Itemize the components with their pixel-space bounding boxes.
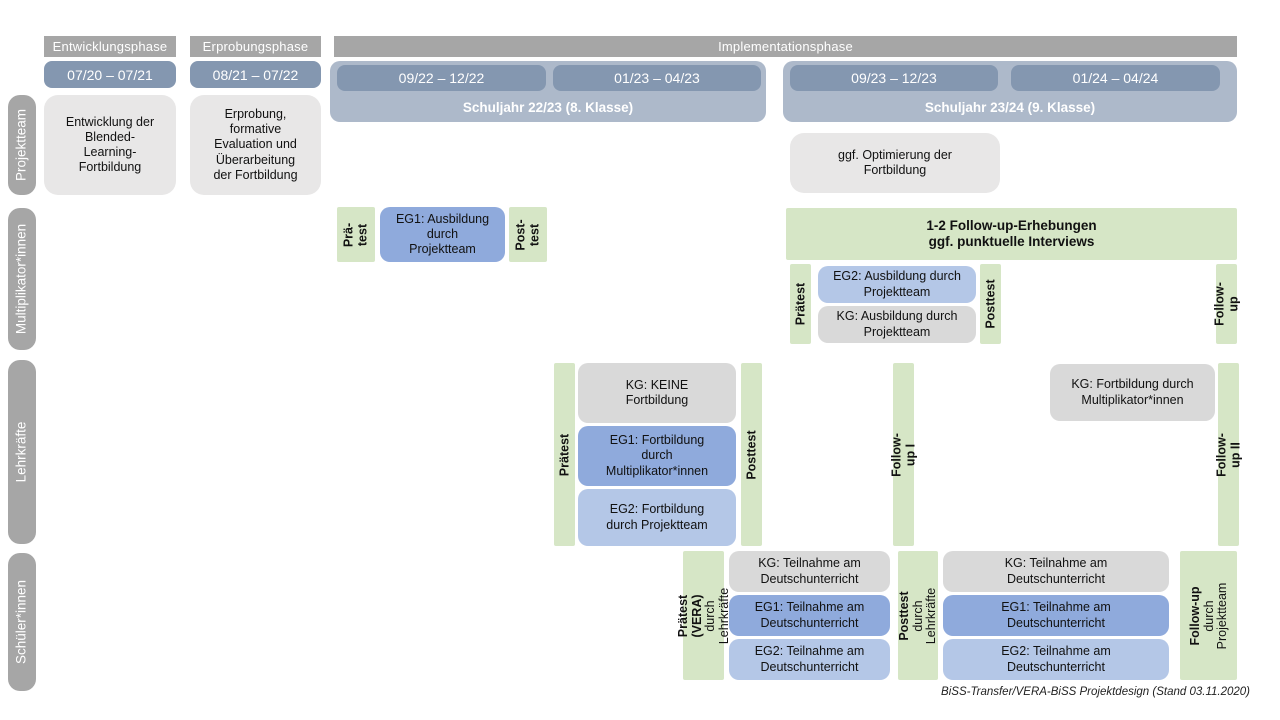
period-pill-0821-0722: 08/21 – 07/22 xyxy=(190,61,321,88)
phase-header-entwicklungsphase: Entwicklungsphase xyxy=(44,36,176,57)
box-erprobung-evaluation: Erprobung, formative Evaluation und Über… xyxy=(190,95,321,195)
period-pill-0923-1223: 09/23 – 12/23 xyxy=(790,65,998,91)
strip-praetest-lehrkraefte: Prätest xyxy=(554,363,575,546)
box-followup-erhebungen: 1-2 Follow-up-Erhebungen ggf. punktuelle… xyxy=(786,208,1237,260)
row-label-projektteam: Projektteam xyxy=(8,95,36,195)
strip-praetest-vera-schueler: Prätest (VERA)durch Lehrkräfte xyxy=(676,551,730,680)
strip-followup2-lehrkraefte-text: Follow-up II xyxy=(1214,432,1242,477)
strip-followup-schueler-main: Follow-up xyxy=(1187,585,1202,646)
strip-praetest-vera-main: Prätest (VERA) xyxy=(675,593,704,638)
strip-posttest-multiplikatoren-2: Posttest xyxy=(980,264,1001,344)
row-label-lehrkraefte: Lehrkräfte xyxy=(8,360,36,544)
box-optimierung-fortbildung: ggf. Optimierung der Fortbildung xyxy=(790,133,1000,193)
strip-praetest-multiplikatoren-2: Prätest xyxy=(790,264,811,344)
period-pill-0124-0424: 01/24 – 04/24 xyxy=(1011,65,1220,91)
strip-followup1-lehrkraefte: Follow-up I xyxy=(889,363,917,546)
row-label-schueler: Schüler*innen xyxy=(8,553,36,691)
strip-posttest-schueler-main: Posttest xyxy=(896,590,911,641)
period-pill-0922-1222: 09/22 – 12/22 xyxy=(337,65,546,91)
footer-caption: BiSS-Transfer/VERA-BiSS Projektdesign (S… xyxy=(941,686,1250,698)
box-eg1-teilnahme-deutschunterricht-1: EG1: Teilnahme am Deutschunterricht xyxy=(729,595,890,636)
box-kg-teilnahme-deutschunterricht-1: KG: Teilnahme am Deutschunterricht xyxy=(729,551,890,592)
strip-posttest-multiplikatoren-1: Post- test xyxy=(509,207,547,262)
strip-followup-multiplikatoren-text: Follow-up xyxy=(1212,282,1240,326)
strip-praetest-multiplikatoren-1-text: Prä- test xyxy=(341,222,370,247)
box-kg-fortbildung-multiplikatoren: KG: Fortbildung durch Multiplikator*inne… xyxy=(1050,364,1215,421)
phase-header-erprobungsphase: Erprobungsphase xyxy=(190,36,321,57)
strip-posttest-lehrkraefte-text: Posttest xyxy=(743,429,758,480)
box-kg-teilnahme-deutschunterricht-2: KG: Teilnahme am Deutschunterricht xyxy=(943,551,1169,592)
box-kg-keine-fortbildung: KG: KEINE Fortbildung xyxy=(578,363,736,423)
box-kg-ausbildung-projektteam: KG: Ausbildung durch Projektteam xyxy=(818,306,976,343)
strip-followup-schueler-sub: durch Projektteam xyxy=(1200,582,1229,649)
row-label-lehrkraefte-text: Lehrkräfte xyxy=(13,421,29,483)
box-entwicklung-blended-learning: Entwicklung der Blended- Learning- Fortb… xyxy=(44,95,176,195)
box-eg2-teilnahme-deutschunterricht-2: EG2: Teilnahme am Deutschunterricht xyxy=(943,639,1169,680)
box-eg2-teilnahme-deutschunterricht-1: EG2: Teilnahme am Deutschunterricht xyxy=(729,639,890,680)
strip-praetest-vera-schueler-text: Prätest (VERA)durch Lehrkräfte xyxy=(675,587,731,644)
row-label-schueler-text: Schüler*innen xyxy=(13,579,29,665)
strip-posttest-multiplikatoren-2-text: Posttest xyxy=(982,279,997,329)
strip-posttest-multiplikatoren-1-text: Post- test xyxy=(513,218,542,251)
strip-followup2-lehrkraefte: Follow-up II xyxy=(1214,363,1242,546)
box-eg1-teilnahme-deutschunterricht-2: EG1: Teilnahme am Deutschunterricht xyxy=(943,595,1169,636)
strip-praetest-multiplikatoren-2-text: Prätest xyxy=(792,282,807,326)
strip-praetest-multiplikatoren-1: Prä- test xyxy=(337,207,375,262)
phase-header-implementationsphase: Implementationsphase xyxy=(334,36,1237,57)
period-pill-0123-0423: 01/23 – 04/23 xyxy=(553,65,761,91)
box-eg2-fortbildung-projektteam: EG2: Fortbildung durch Projektteam xyxy=(578,489,736,546)
strip-praetest-vera-sub: durch Lehrkräfte xyxy=(702,587,731,644)
strip-followup-multiplikatoren: Follow-up xyxy=(1212,264,1240,344)
box-eg1-fortbildung-multiplikatoren: EG1: Fortbildung durch Multiplikator*inn… xyxy=(578,426,736,486)
period-pill-0720-0721: 07/20 – 07/21 xyxy=(44,61,176,88)
row-label-multiplikatoren: Multiplikator*innen xyxy=(8,208,36,350)
row-label-multiplikatoren-text: Multiplikator*innen xyxy=(13,223,29,335)
strip-posttest-lehrkraefte: Posttest xyxy=(741,363,762,546)
row-label-projektteam-text: Projektteam xyxy=(13,108,29,182)
box-eg1-ausbildung-projektteam: EG1: Ausbildung durch Projektteam xyxy=(380,207,505,262)
strip-posttest-schueler-sub: durch Lehrkräfte xyxy=(910,587,938,644)
box-eg2-ausbildung-projektteam: EG2: Ausbildung durch Projektteam xyxy=(818,266,976,303)
strip-followup1-lehrkraefte-text: Follow-up I xyxy=(889,432,917,477)
strip-praetest-lehrkraefte-text: Prätest xyxy=(556,433,571,476)
